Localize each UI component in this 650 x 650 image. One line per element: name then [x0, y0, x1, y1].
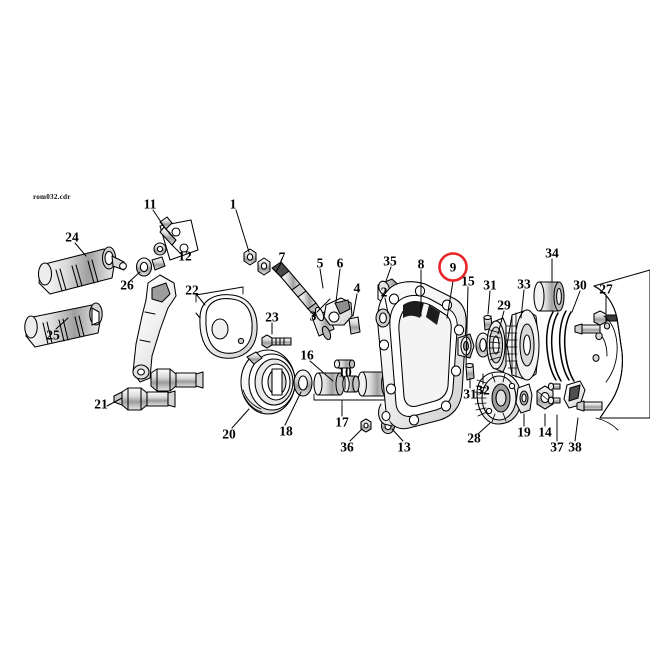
callout-27[interactable]: 27: [599, 281, 613, 297]
callout-1[interactable]: 1: [229, 196, 237, 212]
callout-8[interactable]: 8: [417, 256, 425, 272]
callout-25[interactable]: 25: [46, 327, 60, 343]
callout-38[interactable]: 38: [568, 439, 582, 455]
part-23-bolt: [261, 334, 292, 349]
part-36-nut: [360, 418, 372, 433]
callout-11[interactable]: 11: [143, 196, 157, 212]
callout-30[interactable]: 30: [573, 277, 587, 293]
part-22-cover-plate: [195, 286, 258, 359]
part-7-shifter-shaft: [271, 261, 322, 316]
part-8-9-transmission-cover: [375, 281, 475, 430]
part-38-bracket: [563, 380, 586, 409]
callout-13[interactable]: 13: [397, 439, 411, 455]
callout-18[interactable]: 18: [279, 423, 293, 439]
callout-15[interactable]: 15: [461, 273, 475, 289]
part-21-studs: [113, 368, 204, 411]
callout-21[interactable]: 21: [94, 396, 108, 412]
callout-36[interactable]: 36: [340, 439, 354, 455]
part-18-washer: [293, 369, 313, 397]
part-20-clock-spring: [240, 349, 296, 415]
callout-6[interactable]: 6: [336, 255, 344, 271]
callout-26[interactable]: 26: [120, 277, 134, 293]
part-30-spring-rings: [545, 310, 575, 382]
callout-10[interactable]: 10: [338, 364, 352, 380]
callout-20[interactable]: 20: [222, 426, 236, 442]
callout-14[interactable]: 14: [538, 424, 552, 440]
engine-case-fragment: [574, 269, 650, 431]
part-26-bushing: [135, 257, 153, 277]
callout-4[interactable]: 4: [353, 280, 361, 296]
callout-33[interactable]: 33: [517, 276, 531, 292]
callout-2[interactable]: 2: [380, 284, 388, 300]
part-1-nut: [243, 248, 257, 266]
callout-24[interactable]: 24: [65, 229, 79, 245]
part-12-linkage-bar: [159, 219, 199, 261]
part-3-nut: [257, 257, 271, 276]
part-28-ratchet-gear: [474, 371, 522, 425]
part-10-bushing: [333, 359, 356, 369]
callout-37[interactable]: 37: [550, 439, 564, 455]
callout-19[interactable]: 19: [517, 424, 531, 440]
part-29-splined-hub: [486, 317, 507, 373]
callout-9[interactable]: 9: [449, 259, 457, 275]
callout-16[interactable]: 16: [300, 347, 314, 363]
part-6-clevis: [323, 297, 353, 326]
callout-17[interactable]: 17: [335, 414, 349, 430]
callout-23[interactable]: 23: [265, 309, 279, 325]
callout-29[interactable]: 29: [497, 297, 511, 313]
part-19-pawl: [515, 383, 533, 414]
callout-22[interactable]: 22: [185, 282, 199, 298]
callout-35[interactable]: 35: [383, 253, 397, 269]
part-37-screws: [547, 382, 561, 405]
watermark-filename: rom032.cdr: [33, 193, 71, 201]
callout-32[interactable]: 32: [476, 382, 490, 398]
callout-28[interactable]: 28: [467, 430, 481, 446]
part-17-bushings: [313, 371, 391, 407]
part-4-pin: [348, 316, 361, 335]
part-25-footpeg-lower: [24, 302, 103, 348]
part-31-dowel-lower: [465, 362, 475, 381]
part-12-nut-and-spacer: [151, 242, 167, 271]
part-34-spacer-sleeve: [533, 281, 565, 312]
callout-31[interactable]: 31: [463, 386, 477, 402]
part-shift-lever-arm: [132, 274, 177, 383]
callout-7[interactable]: 7: [278, 249, 286, 265]
part-16-bushing: [342, 375, 360, 393]
part-24-footpeg-upper: [37, 246, 127, 295]
part-33-sprocket: [505, 309, 540, 381]
callout-31[interactable]: 31: [483, 277, 497, 293]
callout-5[interactable]: 5: [316, 255, 324, 271]
callout-12[interactable]: 12: [178, 248, 192, 264]
callout-3[interactable]: 3: [309, 308, 317, 324]
callout-34[interactable]: 34: [545, 245, 559, 261]
